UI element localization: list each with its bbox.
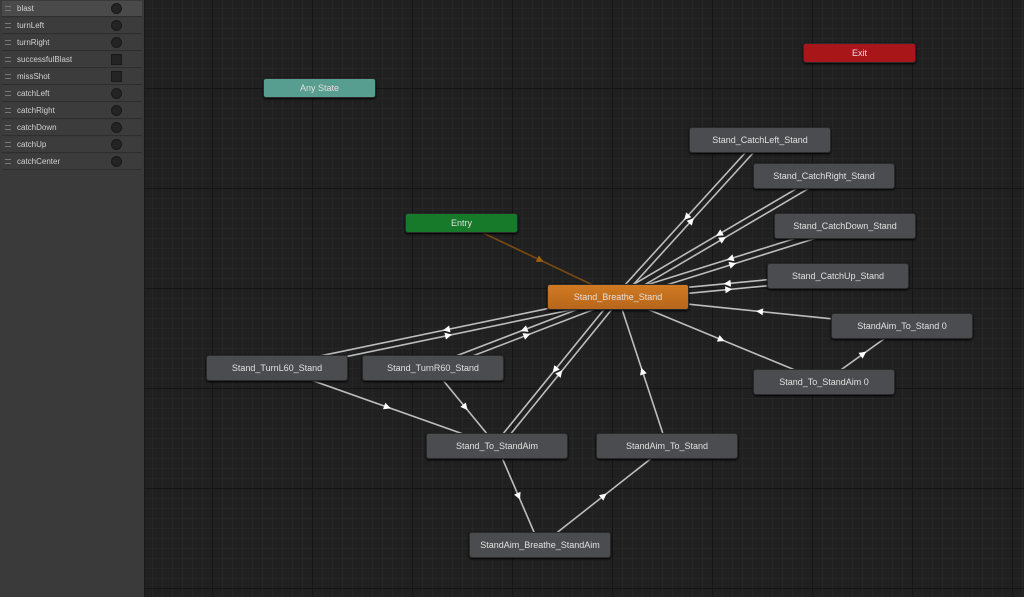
drag-handle-icon[interactable] (5, 159, 11, 164)
state-catch-down[interactable]: Stand_CatchDown_Stand (774, 213, 916, 239)
transition-arrow-icon (723, 279, 732, 287)
parameters-panel: blast turnLeft turnRight successfulBlast mis… (0, 0, 145, 597)
parameter-row[interactable]: catchRight (2, 103, 142, 119)
transition-arrow-icon (716, 229, 724, 236)
transition-arrow-icon (383, 402, 391, 410)
transition-arrow-icon (726, 254, 735, 262)
drag-handle-icon[interactable] (5, 57, 11, 62)
parameter-name[interactable]: missShot (17, 72, 50, 81)
state-catch-left[interactable]: Stand_CatchLeft_Stand (689, 127, 831, 153)
parameter-row[interactable]: catchUp (2, 137, 142, 153)
parameter-row[interactable]: catchDown (2, 120, 142, 136)
bool-toggle[interactable] (111, 54, 122, 65)
parameter-row[interactable]: missShot (2, 69, 142, 85)
drag-handle-icon[interactable] (5, 142, 11, 147)
transition-arrow-icon (460, 402, 468, 411)
state-turn-r60[interactable]: Stand_TurnR60_Stand (362, 355, 504, 381)
trigger-toggle[interactable] (111, 37, 122, 48)
drag-handle-icon[interactable] (5, 23, 11, 28)
trigger-toggle[interactable] (111, 20, 122, 31)
transition-arrow-icon (686, 218, 694, 226)
transition-arrow-icon (718, 237, 726, 244)
parameter-row[interactable]: turnLeft (2, 18, 142, 34)
state-exit[interactable]: Exit (803, 43, 916, 63)
transition-arrow-icon (724, 286, 733, 294)
bool-toggle[interactable] (111, 71, 122, 82)
trigger-toggle[interactable] (111, 3, 122, 14)
drag-handle-icon[interactable] (5, 125, 11, 130)
parameter-name[interactable]: turnLeft (17, 21, 45, 30)
transition-arrow-icon (444, 332, 453, 340)
parameter-name[interactable]: turnRight (17, 38, 50, 47)
drag-handle-icon[interactable] (5, 108, 11, 113)
state-stand-to-standaim[interactable]: Stand_To_StandAim (426, 433, 568, 459)
transition-arrow-icon (716, 335, 725, 342)
transition-arrow-icon (535, 255, 544, 262)
state-any-state[interactable]: Any State (263, 78, 376, 98)
state-standaim-to-stand[interactable]: StandAim_To_Stand (596, 433, 738, 459)
drag-handle-icon[interactable] (5, 91, 11, 96)
transition-arrow-icon (598, 493, 607, 501)
parameter-row[interactable]: catchCenter (2, 154, 142, 170)
trigger-toggle[interactable] (111, 88, 122, 99)
transition-arrow-icon (514, 491, 521, 500)
trigger-toggle[interactable] (111, 156, 122, 167)
parameter-name[interactable]: catchDown (17, 123, 57, 132)
state-standaim-to-stand-0[interactable]: StandAim_To_Stand 0 (831, 313, 973, 339)
state-turn-l60[interactable]: Stand_TurnL60_Stand (206, 355, 348, 381)
transition-arrow-icon (756, 308, 764, 316)
state-standaim-breathe[interactable]: StandAim_Breathe_StandAim (469, 532, 611, 558)
transition-arrow-icon (858, 351, 867, 359)
state-breathe-default[interactable]: Stand_Breathe_Stand (547, 284, 689, 310)
parameter-name[interactable]: blast (17, 4, 34, 13)
parameter-row[interactable]: blast (2, 1, 142, 17)
parameter-name[interactable]: catchUp (17, 140, 47, 149)
transition-arrow-icon (684, 212, 692, 220)
trigger-toggle[interactable] (111, 139, 122, 150)
parameter-name[interactable]: catchCenter (17, 157, 61, 166)
drag-handle-icon[interactable] (5, 74, 11, 79)
transition-arrow-icon (640, 367, 647, 376)
trigger-toggle[interactable] (111, 105, 122, 116)
transition-arrow-icon (520, 325, 529, 332)
drag-handle-icon[interactable] (5, 6, 11, 11)
transition-arrow-icon (552, 365, 560, 373)
parameter-name[interactable]: catchRight (17, 106, 55, 115)
parameter-row[interactable]: catchLeft (2, 86, 142, 102)
transition-arrow-icon (442, 325, 451, 333)
parameter-row[interactable]: turnRight (2, 35, 142, 51)
animator-graph[interactable]: Any State Exit Entry Stand_CatchLeft_Sta… (145, 0, 1024, 597)
state-catch-right[interactable]: Stand_CatchRight_Stand (753, 163, 895, 189)
state-stand-to-standaim-0[interactable]: Stand_To_StandAim 0 (753, 369, 895, 395)
transition-arrow-icon (555, 370, 563, 378)
trigger-toggle[interactable] (111, 122, 122, 133)
parameter-row[interactable]: successfulBlast (2, 52, 142, 68)
transition-arrow-icon (522, 333, 531, 340)
parameter-name[interactable]: catchLeft (17, 89, 50, 98)
parameter-name[interactable]: successfulBlast (17, 55, 73, 64)
state-catch-up[interactable]: Stand_CatchUp_Stand (767, 263, 909, 289)
transition-arrow-icon (728, 261, 737, 269)
drag-handle-icon[interactable] (5, 40, 11, 45)
state-entry[interactable]: Entry (405, 213, 518, 233)
